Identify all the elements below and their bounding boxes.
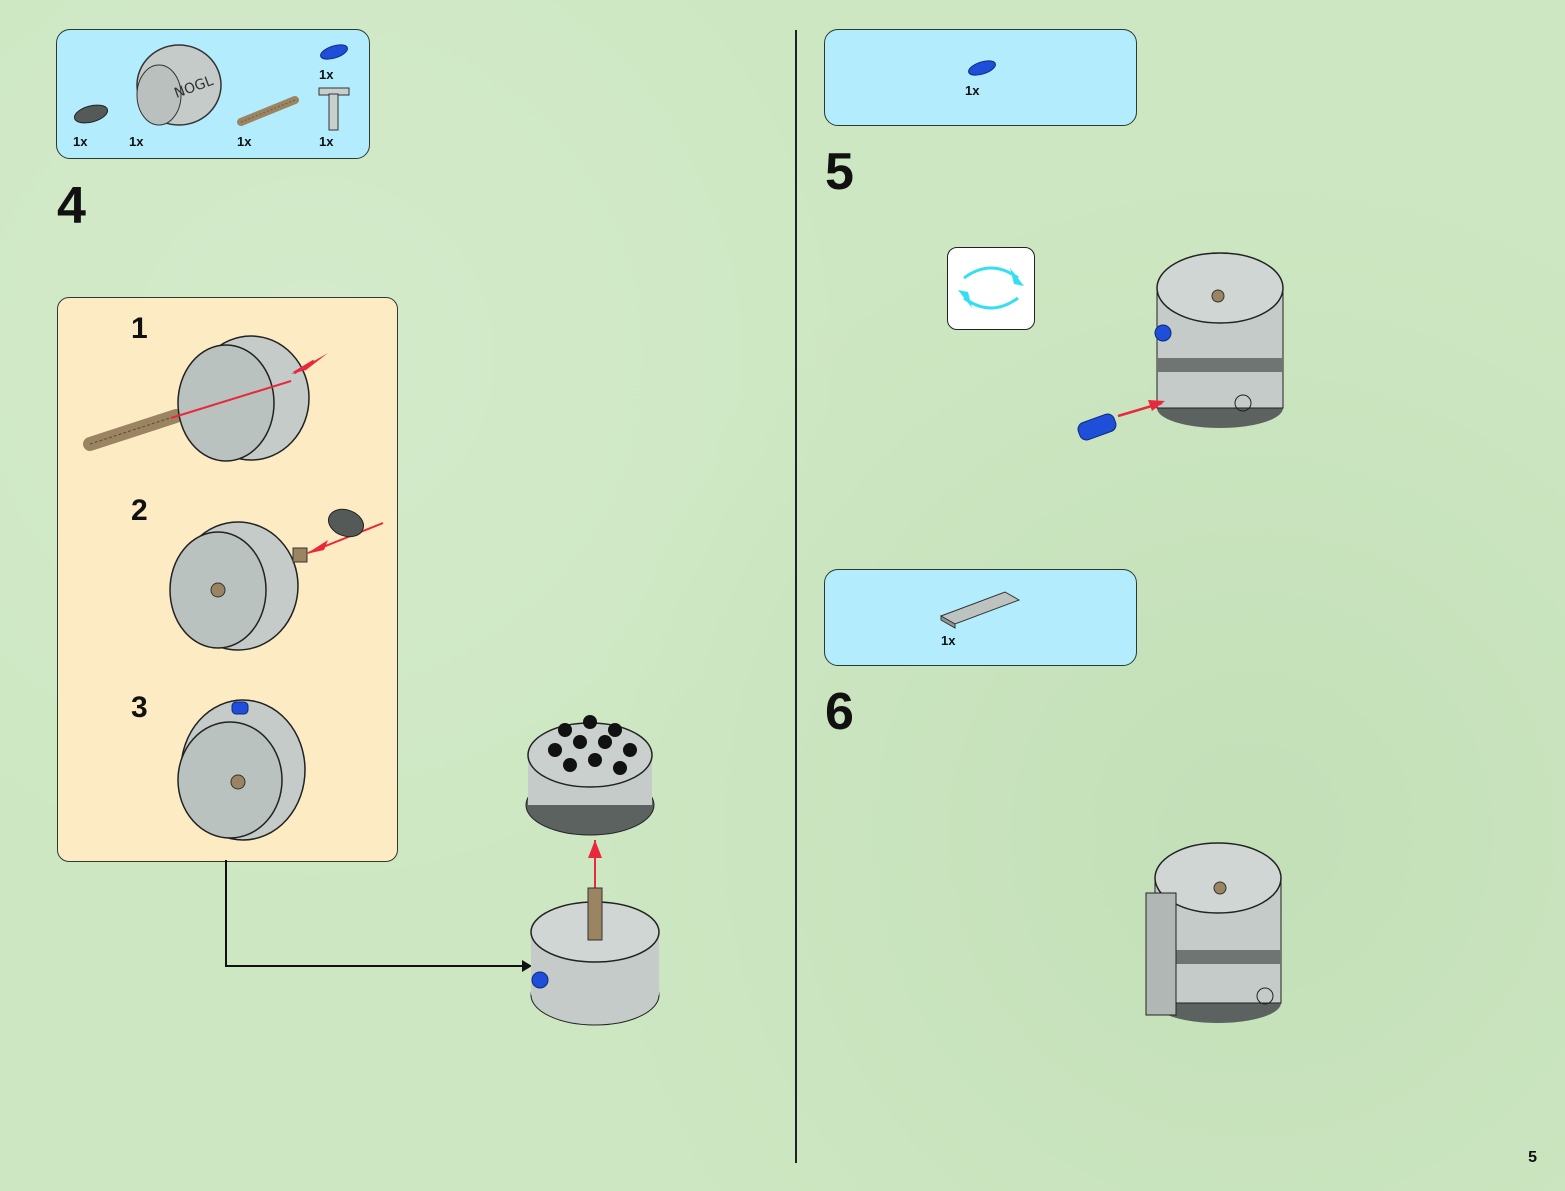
substep-number: 2	[131, 494, 148, 527]
substep-number: 3	[131, 691, 148, 724]
light-gray-tile-icon	[939, 591, 1021, 629]
part-qty: 1x	[319, 67, 334, 82]
dark-gray-bush-icon	[73, 104, 109, 124]
light-gray-round-drum-icon: NOGL	[136, 44, 222, 126]
step-number: 4	[57, 177, 86, 235]
gray-axle-connector-icon	[318, 87, 350, 131]
part-qty: 1x	[73, 134, 88, 149]
part-qty: 1x	[965, 83, 980, 98]
step-6-assembly-illustration	[1145, 842, 1282, 1023]
substep-callout: 1 2 3	[57, 297, 398, 862]
substep-number: 1	[131, 312, 148, 345]
blue-pin-icon	[320, 44, 348, 60]
substep-2-illustration	[169, 508, 384, 651]
rotate-model-icon	[958, 266, 1024, 310]
part-qty: 1x	[941, 633, 956, 648]
substep-3-illustration	[177, 699, 306, 841]
callout-leader-arrow	[225, 860, 532, 972]
step-4-assembly-illustration	[525, 715, 660, 1026]
part-qty: 1x	[319, 134, 334, 149]
step-4-parts-list: 1x NOGL 1x 1x 1x 1x	[56, 29, 370, 159]
page-number: 5	[1528, 1149, 1537, 1166]
step-5-assembly-illustration	[1077, 252, 1284, 441]
step-5-parts-list: 1x	[824, 29, 1137, 126]
substep-1-illustration	[83, 335, 328, 462]
tan-axle-icon	[237, 96, 299, 126]
step-6-parts-list: 1x	[824, 569, 1137, 666]
part-qty: 1x	[129, 134, 144, 149]
part-qty: 1x	[237, 134, 252, 149]
rotate-model-indicator	[947, 247, 1035, 330]
blue-pin-icon	[968, 60, 996, 76]
step-number: 6	[825, 683, 854, 741]
step-number: 5	[825, 143, 854, 201]
page-column-divider	[795, 30, 797, 1163]
